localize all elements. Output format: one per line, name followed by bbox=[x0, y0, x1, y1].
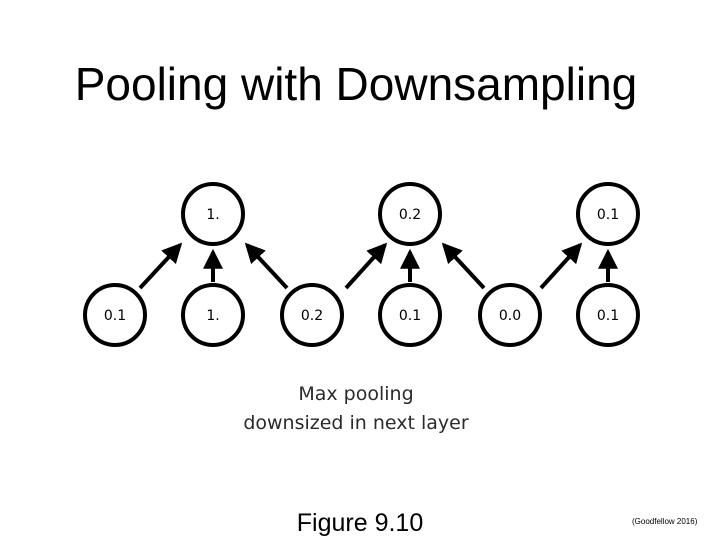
input-node: 0.2 bbox=[280, 283, 344, 347]
pooled-node-label: 0.1 bbox=[597, 207, 619, 223]
caption-line-1: Max pooling bbox=[298, 383, 414, 405]
input-node-label: 0.1 bbox=[104, 308, 126, 324]
input-node-label: 0.0 bbox=[499, 308, 521, 324]
pooled-node: 1. bbox=[181, 182, 245, 246]
arrow-in3-to-pool2 bbox=[344, 242, 388, 290]
pooled-node-label: 0.2 bbox=[399, 207, 421, 223]
input-node-label: 0.2 bbox=[301, 308, 323, 324]
arrow-in5-to-pool2 bbox=[441, 242, 486, 290]
input-node-label: 1. bbox=[206, 308, 219, 324]
input-node: 0.0 bbox=[478, 283, 542, 347]
input-node: 0.1 bbox=[83, 283, 147, 347]
arrow-in3-to-pool1 bbox=[244, 242, 289, 290]
pooled-node: 0.2 bbox=[378, 182, 442, 246]
diagram-caption: Max pooling downsized in next layer bbox=[200, 380, 512, 438]
caption-line-2: downsized in next layer bbox=[243, 412, 469, 434]
arrow-in1-to-pool1 bbox=[138, 242, 183, 290]
pooled-node: 0.1 bbox=[576, 182, 640, 246]
figure-label: Figure 9.10 bbox=[296, 509, 424, 537]
citation: (Goodfellow 2016) bbox=[632, 517, 698, 526]
input-node: 1. bbox=[181, 283, 245, 347]
arrow-in5-to-pool3 bbox=[539, 242, 583, 290]
pool-arrows bbox=[138, 242, 618, 290]
input-node-label: 0.1 bbox=[399, 308, 421, 324]
input-node: 0.1 bbox=[576, 283, 640, 347]
slide-title: Pooling with Downsampling bbox=[74, 58, 638, 110]
input-node: 0.1 bbox=[378, 283, 442, 347]
pooled-node-label: 1. bbox=[206, 207, 219, 223]
input-node-label: 0.1 bbox=[597, 308, 619, 324]
